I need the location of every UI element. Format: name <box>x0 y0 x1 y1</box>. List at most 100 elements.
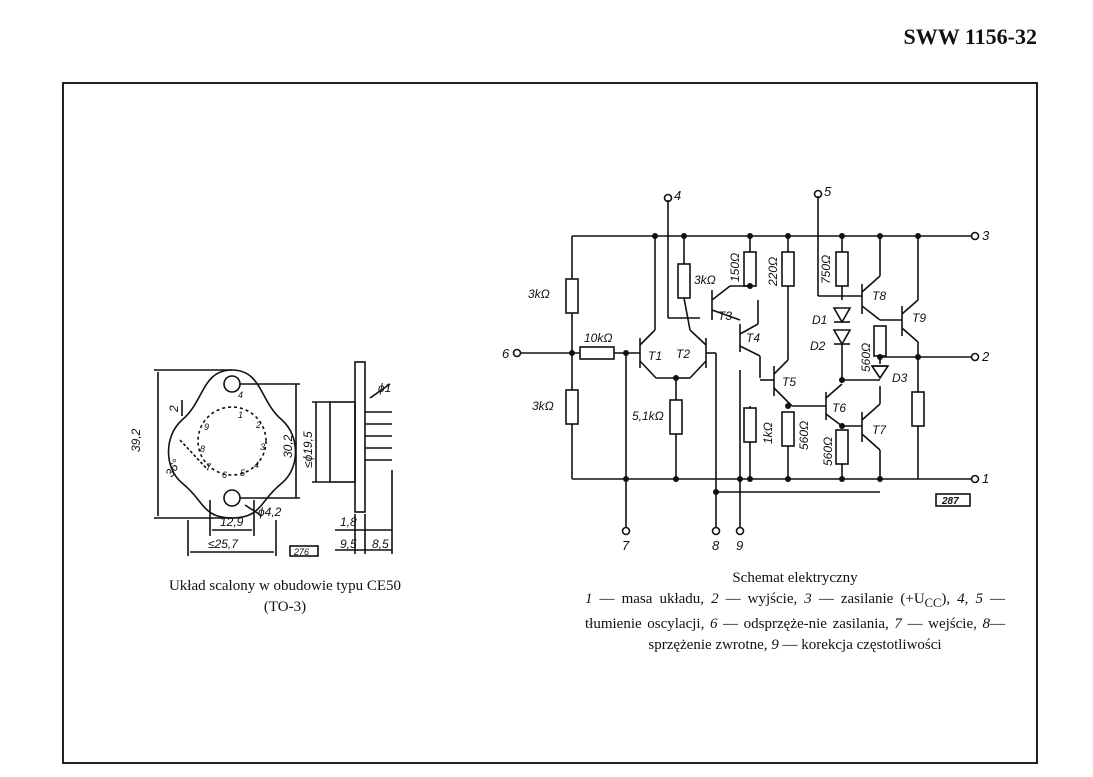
label-d1: D1 <box>812 313 827 327</box>
label-t3: T3 <box>718 309 732 323</box>
terminal-1 <box>970 474 980 484</box>
label-t9: T9 <box>912 311 926 325</box>
label-t6: T6 <box>832 401 846 415</box>
legend-text: — korekcja częstotliwości <box>778 637 942 653</box>
legend-num: 7 <box>894 616 902 632</box>
pin-1-label: 1 <box>238 410 243 420</box>
resistor-3k-top <box>565 278 579 314</box>
terminal-7 <box>621 526 631 536</box>
pin-7-label: 7 <box>206 462 212 472</box>
pin-3-label: 3 <box>260 442 265 452</box>
pin-5-label: 5 <box>240 468 246 478</box>
package-caption-line1: Układ scalony w obudowie typu CE50 <box>168 578 402 594</box>
dim-body-dia: ≤ϕ19,5 <box>301 431 315 468</box>
dim-pin-dia: ϕ1 <box>378 381 391 395</box>
dim-hole: ϕ4,2 <box>258 505 282 519</box>
dim-flange: 1,8 <box>340 515 357 529</box>
terminal-8-label: 8 <box>712 538 720 553</box>
label-t4: T4 <box>746 331 760 345</box>
legend-text: — zasilanie (+U <box>811 591 925 607</box>
pin-8-label: 8 <box>200 444 205 454</box>
label-r-750: 750Ω <box>819 255 833 284</box>
diode-d3 <box>870 365 890 380</box>
label-r-560-a: 560Ω <box>797 421 811 450</box>
label-t8: T8 <box>872 289 886 303</box>
resistor-560-a <box>781 411 795 447</box>
terminal-2-label: 2 <box>981 349 990 364</box>
dim-pin-spacing: 12,9 <box>220 515 244 529</box>
schematic-caption: Schemat elektryczny 1 — masa układu, 2 —… <box>585 568 1005 656</box>
pin-9-label: 9 <box>204 422 209 432</box>
terminal-9-label: 9 <box>736 538 743 553</box>
terminal-6-label: 6 <box>502 346 510 361</box>
resistor-1k <box>743 407 757 443</box>
label-t7: T7 <box>872 423 887 437</box>
resistor-560-c <box>835 429 849 465</box>
terminal-1-label: 1 <box>982 471 989 486</box>
label-r-3k-t2: 3kΩ <box>694 273 716 287</box>
legend-text: ), <box>941 591 958 607</box>
package-caption-line2: (TO-3) <box>263 599 307 615</box>
label-r-3k-top: 3kΩ <box>528 287 550 301</box>
terminal-4 <box>663 193 673 203</box>
document-code: SWW 1156-32 <box>903 24 1037 49</box>
legend-num: 3 <box>804 591 812 607</box>
dim-angle: 36° <box>162 457 183 480</box>
terminal-2 <box>970 352 980 362</box>
package-front-view <box>154 369 319 557</box>
legend-text: — wejście, <box>901 616 983 632</box>
diode-d1 <box>832 307 852 324</box>
resistor-150 <box>743 251 757 287</box>
schematic-legend: 1 — masa układu, 2 — wyjście, 3 — zasila… <box>585 589 1005 656</box>
package-side-view <box>312 361 393 554</box>
legend-num: 9 <box>771 637 779 653</box>
schematic-figure-box <box>935 493 971 507</box>
label-r-220: 220Ω <box>766 257 780 287</box>
dim-width-total: ≤25,7 <box>208 537 239 551</box>
pin-6-label: 6 <box>222 470 227 480</box>
diode-d2 <box>832 329 852 346</box>
label-r-1k: 1kΩ <box>761 422 775 444</box>
resistor-560-b <box>873 325 887 357</box>
label-r-3k-bottom: 3kΩ <box>532 399 554 413</box>
legend-subscript: CC <box>924 596 942 610</box>
label-d2: D2 <box>810 339 826 353</box>
legend-text: — masa układu, <box>592 591 712 607</box>
pin-2-label: 2 <box>255 420 261 430</box>
terminal-4-label: 4 <box>674 188 681 203</box>
label-t2: T2 <box>676 347 690 361</box>
resistor-10k <box>579 346 615 360</box>
legend-text: — wyjście, <box>718 591 805 607</box>
package-caption: Układ scalony w obudowie typu CE50 (TO-3… <box>120 576 450 618</box>
legend-text: — odsprzęże-nie zasilania, <box>717 616 895 632</box>
legend-num: 6 <box>709 616 718 632</box>
terminal-3-label: 3 <box>982 228 990 243</box>
legend-num: 8 <box>982 616 991 632</box>
schematic <box>512 189 980 536</box>
package-figure-number: 276 <box>293 547 309 557</box>
terminal-9 <box>735 526 745 536</box>
legend-text: —sprzężenie zwrotne, <box>648 616 1005 653</box>
resistor-5k1 <box>669 399 683 435</box>
resistor-3k-t2 <box>677 263 691 299</box>
schematic-figure-number: 287 <box>941 496 959 507</box>
resistor-220 <box>781 251 795 287</box>
pin-4-label: 4 <box>238 390 243 400</box>
dim-height-total: 39,2 <box>129 428 143 452</box>
label-r-5k1: 5,1kΩ <box>632 409 664 423</box>
dim-pin-length: 8,5 <box>372 537 389 551</box>
terminal-7-label: 7 <box>622 538 630 553</box>
pin-4b-label: 4 <box>254 460 259 470</box>
label-d3: D3 <box>892 371 908 385</box>
resistor-output <box>911 391 925 427</box>
terminal-8 <box>711 526 721 536</box>
label-r-150: 150Ω <box>728 253 742 282</box>
terminal-6 <box>512 348 522 358</box>
label-r-560-c: 560Ω <box>821 437 835 466</box>
resistor-750 <box>835 251 849 287</box>
junctions <box>569 233 921 495</box>
label-r-10k: 10kΩ <box>584 331 612 345</box>
dim-top-margin: 2 <box>167 405 181 413</box>
legend-num: 2 <box>711 591 719 607</box>
schematic-caption-title: Schemat elektryczny <box>732 570 858 586</box>
